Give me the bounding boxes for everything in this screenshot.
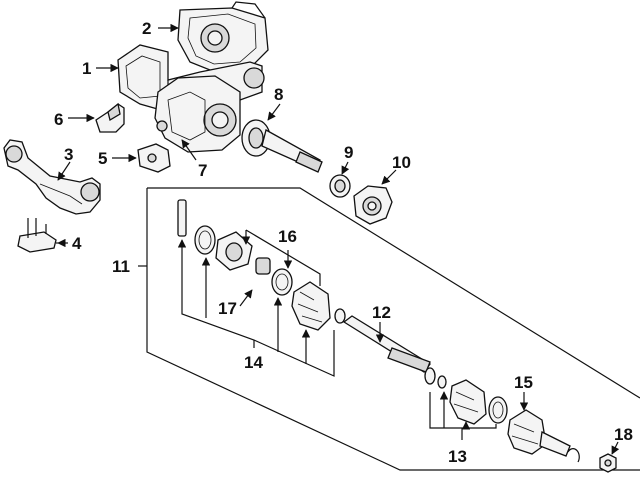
- bolt-set: [17, 218, 57, 253]
- callout-13: 13: [448, 447, 467, 466]
- callout-7: 7: [198, 161, 207, 180]
- callout-1: 1: [82, 59, 91, 78]
- bracket-13: [429, 391, 497, 440]
- callout-labels: 2 1 6 3 5 7 8 9 10 4 11 16 17 12 14 15 1…: [54, 19, 633, 466]
- differential-carrier: [154, 75, 241, 153]
- bracket-14: [177, 239, 335, 377]
- callout-4: 4: [72, 234, 82, 253]
- bearing: [329, 174, 351, 198]
- callout-17: 17: [218, 299, 237, 318]
- axle-nut: [599, 453, 617, 473]
- callout-6: 6: [54, 110, 63, 129]
- callout-16: 16: [278, 227, 297, 246]
- leader-lines: [56, 23, 620, 455]
- callout-2: 2: [142, 19, 151, 38]
- callout-9: 9: [344, 143, 353, 162]
- callout-10: 10: [392, 153, 411, 172]
- callout-15: 15: [514, 373, 533, 392]
- intermediate-shaft: [241, 119, 323, 173]
- callout-11: 11: [112, 257, 130, 276]
- callout-14: 14: [244, 353, 263, 372]
- differential-carrier-cover: [177, 1, 269, 73]
- callout-18: 18: [614, 425, 633, 444]
- callout-3: 3: [64, 145, 73, 164]
- half-shaft: [342, 315, 431, 373]
- callout-12: 12: [372, 303, 391, 322]
- callout-5: 5: [98, 149, 107, 168]
- crossmember: [3, 139, 101, 215]
- small-bracket: [137, 143, 171, 173]
- outer-cv-components: [424, 367, 580, 463]
- inner-cv-components: [177, 199, 346, 331]
- callout-8: 8: [274, 85, 283, 104]
- mount-bracket: [95, 102, 125, 133]
- axle-shaft-assembly-frame: [146, 187, 640, 471]
- bearing-housing: [353, 185, 393, 225]
- bracket-16: [241, 229, 321, 286]
